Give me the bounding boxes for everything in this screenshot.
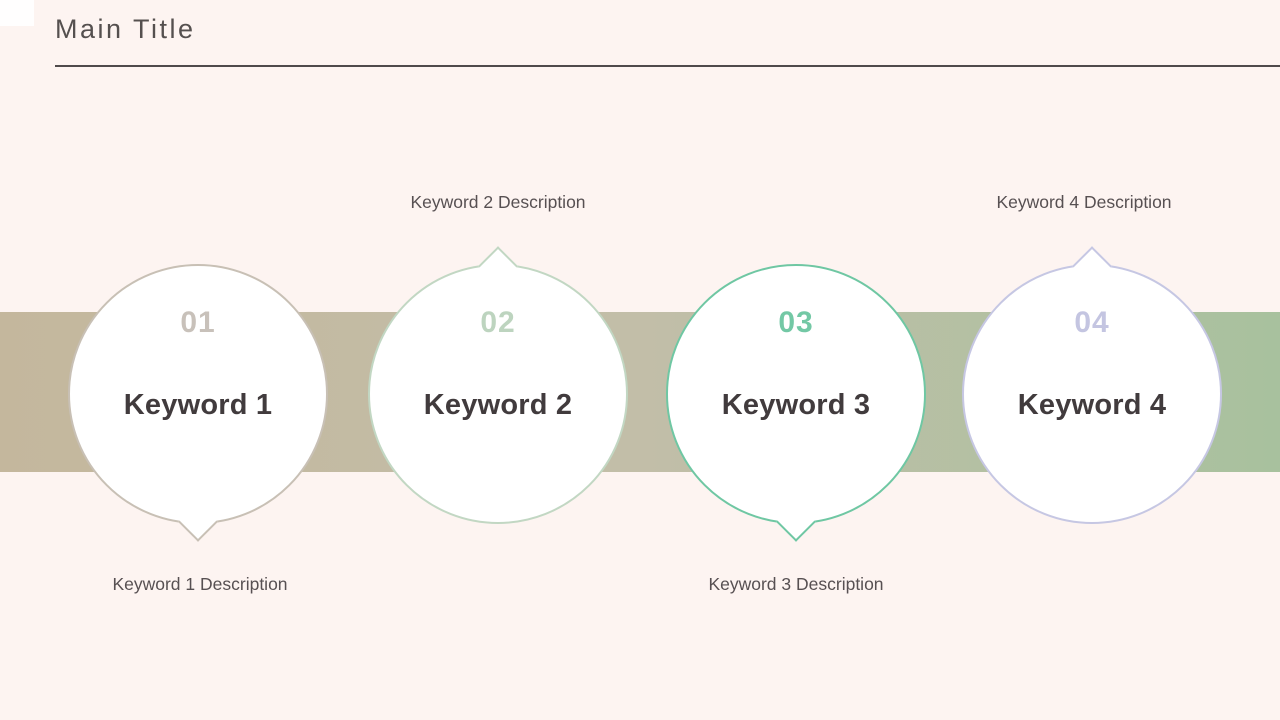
speech-tail-down-icon (178, 502, 218, 542)
step-bubble-2: 02 Keyword 2 (368, 246, 628, 524)
step-number: 02 (480, 306, 516, 339)
step-description: Keyword 2 Description (410, 192, 586, 212)
step-description: Keyword 1 Description (112, 574, 288, 594)
step-bubble-3: 03 Keyword 3 (666, 264, 926, 542)
step-description: Keyword 4 Description (996, 192, 1172, 212)
speech-tail-up-icon (478, 246, 518, 286)
step-number: 04 (1074, 306, 1110, 339)
step-number: 01 (180, 306, 216, 339)
step-number: 03 (778, 306, 814, 339)
speech-tail-down-icon (776, 502, 816, 542)
corner-decoration (0, 0, 34, 26)
speech-tail-up-icon (1072, 246, 1112, 286)
step-description: Keyword 3 Description (708, 574, 884, 594)
step-bubble-4: 04 Keyword 4 (962, 246, 1222, 524)
step-keyword: Keyword 2 (423, 389, 573, 421)
slide-title: Main Title (55, 14, 196, 44)
step-keyword: Keyword 4 (1017, 389, 1167, 421)
title-divider-line (55, 65, 1280, 67)
step-bubble-1: 01 Keyword 1 (68, 264, 328, 542)
step-keyword: Keyword 1 (123, 389, 273, 421)
step-keyword: Keyword 3 (721, 389, 871, 421)
